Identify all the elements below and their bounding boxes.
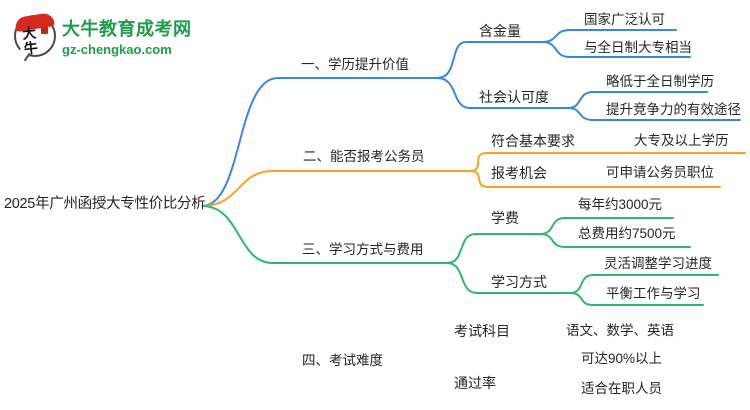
logo-text-block: 大牛教育成考网 gz-chengkao.com — [62, 15, 192, 57]
link-root-branch1 — [202, 77, 438, 207]
link-branch2-row2 — [469, 170, 721, 188]
branch3-sub2-leaf1: 灵活调整学习进度 — [604, 256, 712, 271]
branch2-sub1-topic: 符合基本要求 — [491, 133, 575, 149]
branch4-topic: 四、考试难度 — [302, 353, 383, 368]
branch1-sub2-leaf2: 提升竞争力的有效途径 — [606, 102, 741, 117]
branch3-sub2-topic: 学习方式 — [491, 274, 547, 290]
logo-badge-icon: 大牛 — [14, 12, 56, 62]
logo-seal-icon — [41, 27, 48, 34]
site-name: 大牛教育成考网 — [62, 19, 192, 39]
branch2-sub2-topic: 报考机会 — [491, 165, 547, 181]
branch2-sub1-leaf1: 大专及以上学历 — [634, 133, 729, 148]
branch4-sub1-topic: 考试科目 — [454, 323, 510, 339]
link-branch4-row1 — [420, 342, 713, 372]
link-sub1-leaf2 — [541, 41, 691, 58]
link-branch3-sub2 — [446, 262, 571, 294]
branch4-sub2-topic: 通过率 — [454, 375, 496, 391]
link-root-branch2 — [202, 170, 471, 207]
link-fee-leaf2 — [539, 233, 691, 248]
branch1-sub2-topic: 社会认可度 — [479, 89, 549, 105]
branch1-sub1-leaf1: 国家广泛认可 — [584, 12, 665, 27]
link-mode-leaf2 — [569, 292, 704, 306]
site-url: gz-chengkao.com — [62, 42, 172, 57]
branch4-sub2-leaf2: 适合在职人员 — [581, 381, 662, 396]
branch3-sub1-topic: 学费 — [491, 210, 519, 226]
site-logo: 大牛 大牛教育成考网 gz-chengkao.com — [14, 12, 192, 62]
branch4-sub2-leaf1: 可达90%以上 — [581, 351, 663, 366]
branch4-sub1-leaf1: 语文、数学、英语 — [566, 323, 674, 338]
branch2-sub2-leaf1: 可申请公务员职位 — [606, 165, 714, 180]
link-sub2-leaf2 — [567, 107, 741, 121]
link-branch1-sub2 — [436, 77, 569, 109]
branch1-sub2-leaf1: 略低于全日制学历 — [606, 74, 714, 89]
branch2-topic: 二、能否报考公务员 — [303, 149, 425, 164]
branch3-sub1-leaf1: 每年约3000元 — [578, 197, 663, 212]
branch3-topic: 三、学习方式与费用 — [302, 242, 424, 257]
root-topic: 2025年广州函授大专性价比分析 — [4, 196, 206, 212]
link-root-branch3 — [202, 205, 448, 264]
link-branch1-sub1 — [436, 41, 543, 79]
branch1-sub1-topic: 含金量 — [479, 23, 521, 39]
branch1-sub1-leaf2: 与全日制大专相当 — [584, 40, 692, 55]
branch1-topic: 一、学历提升价值 — [301, 57, 409, 72]
branch3-sub2-leaf2: 平衡工作与学习 — [606, 286, 701, 301]
branch3-sub1-leaf2: 总费用约7500元 — [578, 226, 676, 241]
link-branch2-row1 — [469, 152, 746, 172]
link-branch3-sub1 — [446, 233, 541, 264]
